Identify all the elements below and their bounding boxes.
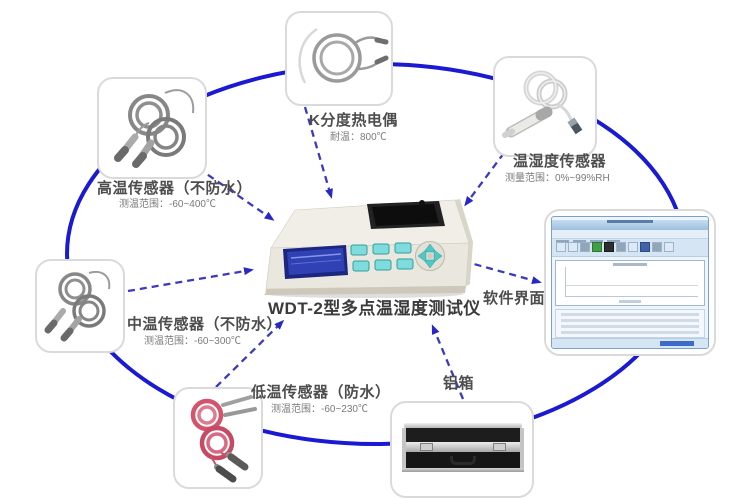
low-temp-sensor-image (190, 395, 257, 483)
software-toolbar (552, 239, 708, 257)
arrow-device-to-software (462, 259, 542, 284)
humidity-sensor-label: 温湿度传感器 (513, 153, 607, 170)
humidity-sensor-image (502, 70, 583, 138)
software-window-image (551, 216, 709, 349)
aluminum-case-image (402, 423, 524, 473)
high-temp-sensor-spec: 测温范围：-60~400℃ (119, 199, 216, 210)
arrow-humidity-to-device (464, 152, 505, 207)
arrow-low-temp-to-device (215, 319, 285, 388)
mid-temp-sensor-image (44, 271, 111, 342)
mid-temp-sensor-box (35, 259, 125, 353)
arrow-mid-temp-to-device (127, 267, 254, 293)
low-temp-sensor-spec: 测温范围：-60~230℃ (271, 404, 368, 415)
software-menubar (552, 230, 708, 243)
software-chart-area (555, 260, 705, 306)
low-temp-sensor-label: 低温传感器（防水） (251, 384, 391, 401)
low-temp-sensor-box (173, 387, 263, 489)
k-thermocouple-box (285, 11, 393, 106)
aluminum-case-label: 铝箱 (443, 375, 475, 392)
k-thermocouple-spec: 耐温：800℃ (330, 132, 387, 143)
tester-device-image (264, 199, 473, 298)
aluminum-case-box (390, 401, 534, 498)
mid-temp-sensor-spec: 测温范围：-60~300℃ (144, 336, 241, 347)
device-title: WDT-2型多点温湿度测试仪 (268, 299, 481, 318)
high-temp-sensor-label: 高温传感器（不防水） (97, 180, 253, 197)
high-temp-sensor-box (97, 77, 207, 179)
software-data-panel (555, 309, 705, 338)
arrow-high-temp-to-device (197, 167, 275, 221)
high-temp-sensor-image (114, 89, 195, 168)
software-statusbar (552, 338, 708, 348)
mid-temp-sensor-label: 中温传感器（不防水） (127, 316, 283, 333)
arrow-case-to-device (431, 324, 465, 400)
software-screenshot-box (544, 209, 716, 356)
humidity-sensor-spec: 测量范围：0%~99%RH (505, 173, 610, 184)
k-thermocouple-label: K分度热电偶 (309, 112, 398, 129)
arrow-thermocouple-to-device (303, 106, 333, 199)
humidity-sensor-box (493, 56, 597, 157)
software-label: 软件界面 (483, 290, 546, 307)
k-thermocouple-image (298, 27, 389, 84)
software-titlebar (552, 220, 708, 230)
